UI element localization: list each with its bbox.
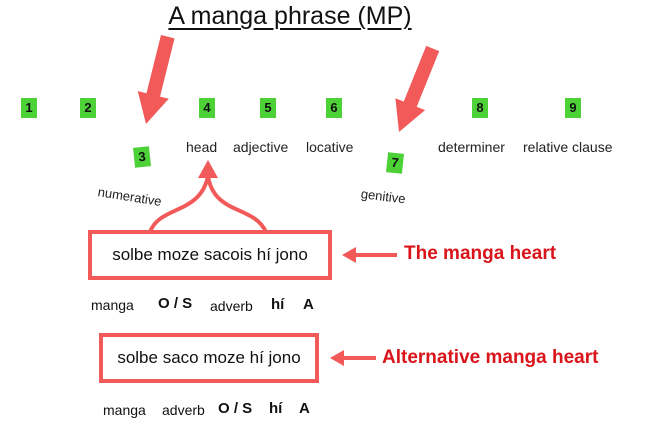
heart-callout: The manga heart (404, 243, 557, 264)
alt-heart-gloss-5: A (299, 400, 310, 417)
slot-6-label: locative (306, 139, 354, 155)
slot-4-label: head (186, 139, 218, 155)
slot-6-badge: 6 (326, 98, 342, 118)
heart-gloss-1: manga (91, 297, 134, 313)
alt-heart-phrase-text: solbe saco moze hí jono (117, 348, 301, 367)
heart-to-head-arrow (148, 175, 268, 233)
slot-9-badge: 9 (565, 98, 581, 118)
slot-4-badge: 4 (199, 98, 215, 118)
heart-gloss-5: A (303, 296, 314, 313)
slot-8-label: determiner (438, 139, 505, 155)
heart-phrase-box: solbe moze sacois hí jono (88, 230, 332, 280)
slot-5-badge: 5 (260, 98, 276, 118)
alt-heart-callout: Alternative manga heart (382, 347, 599, 368)
arrow-to-genitive (395, 45, 440, 132)
heart-gloss-3: adverb (210, 298, 253, 314)
alt-heart-gloss-3: O / S (218, 400, 253, 417)
slot-9-label: relative clause (523, 139, 613, 155)
diagram-title: A manga phrase (MP) (168, 2, 412, 30)
slot-2-badge: 2 (80, 98, 96, 118)
heart-gloss-4: hí (271, 296, 285, 313)
heart-gloss-2: O / S (158, 295, 193, 312)
alt-heart-gloss-2: adverb (162, 402, 205, 418)
heart-phrase-text: solbe moze sacois hí jono (112, 245, 308, 264)
slot-8-badge: 8 (472, 98, 488, 118)
head-arrowhead (198, 160, 218, 178)
alt-heart-gloss-1: manga (103, 402, 146, 418)
alt-heart-gloss-4: hí (269, 400, 283, 417)
heart-callout-arrow (342, 247, 397, 263)
slot-1-badge: 1 (21, 98, 37, 118)
alt-heart-callout-arrow (330, 350, 376, 366)
arrow-to-numerative (137, 34, 175, 124)
slot-5-label: adjective (233, 139, 289, 155)
alt-heart-phrase-box: solbe saco moze hí jono (99, 333, 319, 383)
